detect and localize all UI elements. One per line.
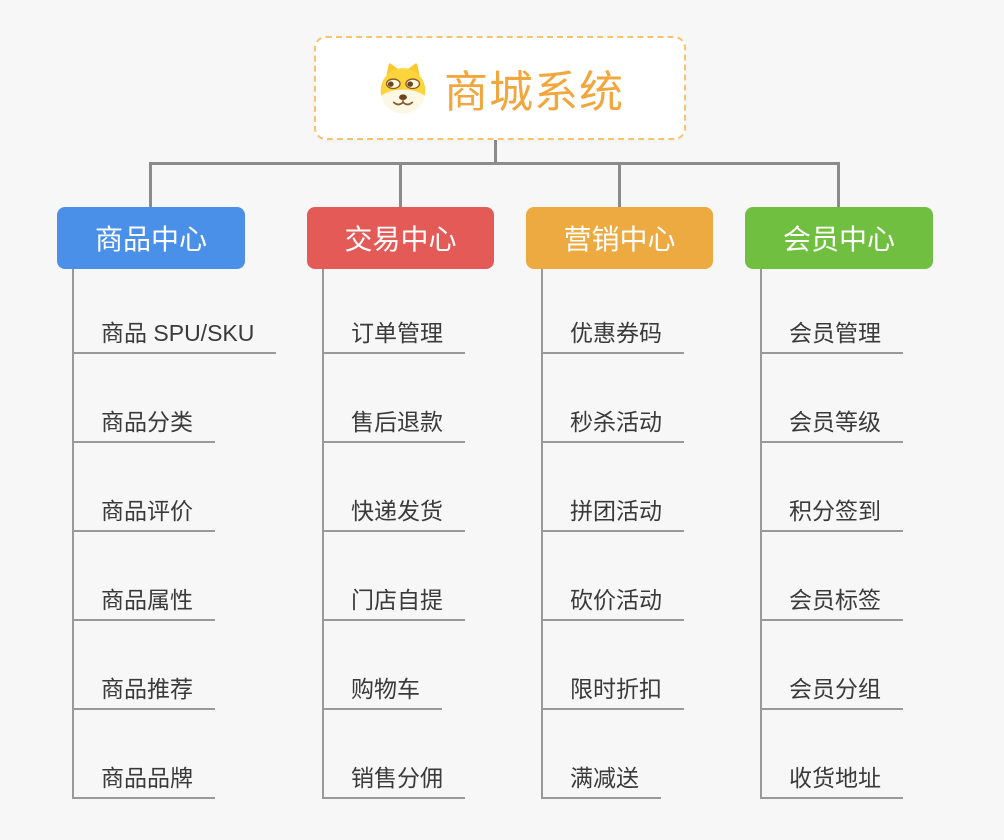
branch-node-member[interactable]: 会员中心 xyxy=(745,207,933,269)
topic-item[interactable]: 商品分类 xyxy=(74,354,215,443)
connector-horizontal xyxy=(149,162,840,165)
dog-face-icon xyxy=(376,61,430,115)
branch-node-marketing[interactable]: 营销中心 xyxy=(526,207,713,269)
root-node[interactable]: 商城系统 xyxy=(314,36,686,140)
connector-root-stem xyxy=(494,140,497,164)
topic-item[interactable]: 商品推荐 xyxy=(74,621,215,710)
branch-node-product[interactable]: 商品中心 xyxy=(57,207,245,269)
topic-item[interactable]: 商品品牌 xyxy=(74,710,215,799)
topic-column: 会员管理会员等级积分签到会员标签会员分组收货地址 xyxy=(760,269,903,799)
topic-column: 优惠券码秒杀活动拼团活动砍价活动限时折扣满减送 xyxy=(541,269,684,799)
topic-item[interactable]: 收货地址 xyxy=(762,710,903,799)
topic-item[interactable]: 快递发货 xyxy=(324,443,465,532)
connector-drop-2 xyxy=(399,162,402,209)
topic-item[interactable]: 砍价活动 xyxy=(543,532,684,621)
topic-item[interactable]: 会员标签 xyxy=(762,532,903,621)
topic-item[interactable]: 售后退款 xyxy=(324,354,465,443)
topic-item[interactable]: 商品 SPU/SKU xyxy=(74,269,277,354)
topic-item[interactable]: 门店自提 xyxy=(324,532,465,621)
topic-item[interactable]: 拼团活动 xyxy=(543,443,684,532)
topic-item[interactable]: 销售分佣 xyxy=(324,710,465,799)
topic-item[interactable]: 会员分组 xyxy=(762,621,903,710)
topic-item[interactable]: 商品评价 xyxy=(74,443,215,532)
connector-drop-3 xyxy=(618,162,621,209)
topic-item[interactable]: 购物车 xyxy=(324,621,442,710)
connector-drop-1 xyxy=(149,162,152,209)
topic-item[interactable]: 优惠券码 xyxy=(543,269,684,354)
topic-item[interactable]: 订单管理 xyxy=(324,269,465,354)
topic-column: 订单管理售后退款快递发货门店自提购物车销售分佣 xyxy=(322,269,465,799)
topic-item[interactable]: 限时折扣 xyxy=(543,621,684,710)
topic-item[interactable]: 商品属性 xyxy=(74,532,215,621)
topic-item[interactable]: 积分签到 xyxy=(762,443,903,532)
topic-item[interactable]: 会员等级 xyxy=(762,354,903,443)
topic-item[interactable]: 会员管理 xyxy=(762,269,903,354)
branch-node-trade[interactable]: 交易中心 xyxy=(307,207,494,269)
connector-drop-4 xyxy=(837,162,840,209)
root-title: 商城系统 xyxy=(444,68,624,117)
topic-item[interactable]: 秒杀活动 xyxy=(543,354,684,443)
topic-item[interactable]: 满减送 xyxy=(543,710,661,799)
